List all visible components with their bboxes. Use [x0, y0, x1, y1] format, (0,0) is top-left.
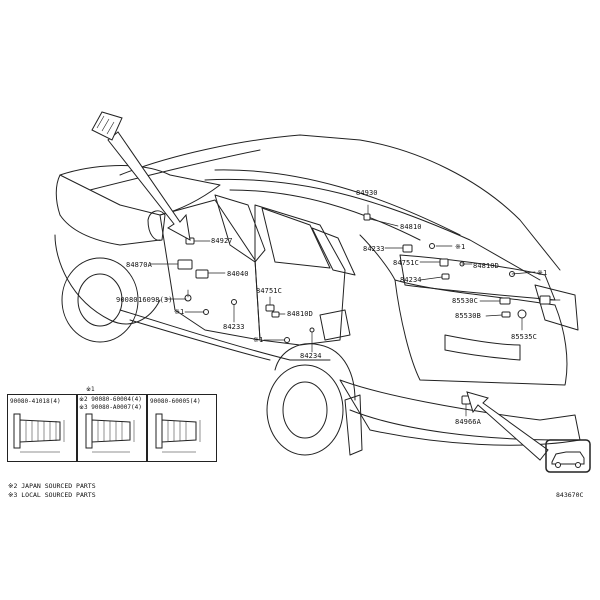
arrow-lower-right: [466, 391, 549, 461]
callout-84927[interactable]: 84927: [211, 237, 233, 245]
bolt-3-partno: 90080-60005(4): [150, 398, 201, 405]
callout-84751C-left[interactable]: 84751C: [256, 287, 282, 295]
diagram-id: 843670C: [556, 491, 584, 499]
callout-84810D-right[interactable]: 84810D: [473, 262, 499, 270]
star-1-left[interactable]: ※1: [174, 308, 185, 316]
note-local-sourced: ※3 LOCAL SOURCED PARTS: [8, 491, 96, 499]
tail-lamp-left: [444, 334, 521, 361]
roof-rail: [204, 178, 541, 281]
callout-16098[interactable]: 16098(3): [138, 296, 173, 304]
callout-84930[interactable]: 84930: [356, 189, 378, 197]
rear-door: [254, 204, 346, 346]
callout-90080[interactable]: 90080: [116, 296, 138, 304]
callout-84234-lower[interactable]: 84234: [300, 352, 322, 360]
hood: [59, 214, 161, 246]
rear-side-window: [261, 207, 331, 269]
quarter-window: [311, 227, 356, 276]
callout-84751C-right[interactable]: 84751C: [393, 259, 419, 267]
roof-rail-front: [89, 149, 261, 191]
front-side-window: [214, 194, 266, 263]
star-1-lower[interactable]: ※1: [253, 336, 264, 344]
star-1-right[interactable]: ※1: [537, 269, 548, 277]
vehicle-view-icon: [545, 439, 591, 473]
rear-wheel-arch: [274, 343, 356, 401]
front-wheel: [61, 257, 139, 343]
callout-85530B[interactable]: 85530B: [455, 312, 481, 320]
bolt-1-partno: 90080-41018(4): [10, 398, 61, 405]
callout-84810D-left[interactable]: 84810D: [287, 310, 313, 318]
tail-lamp-right: [534, 284, 579, 331]
label-tag-icon: [91, 111, 123, 141]
body-side-lower: [119, 309, 331, 361]
bolt-2-partno-a: ※2 90080-60004(4): [79, 396, 142, 403]
bolt-2-partno-b: ※3 90080-A0007(4): [79, 404, 142, 411]
callout-85530C[interactable]: 85530C: [452, 297, 478, 305]
front-wheel-arch: [54, 234, 161, 325]
callout-84966A[interactable]: 84966A: [455, 418, 481, 426]
rear-wheel: [266, 364, 344, 456]
legend-header: ※1: [86, 386, 95, 393]
callout-84040[interactable]: 84040: [227, 270, 249, 278]
callout-84233-upper[interactable]: 84233: [363, 245, 385, 253]
callout-85535C[interactable]: 85535C: [511, 333, 537, 341]
note-japan-sourced: ※2 JAPAN SOURCED PARTS: [8, 482, 96, 490]
callout-84810-top[interactable]: 84810: [400, 223, 422, 231]
side-mirror: [147, 210, 166, 241]
rear-bumper: [339, 379, 581, 446]
tailgate: [394, 279, 568, 386]
roof-outline: [119, 134, 561, 271]
callout-84234-right[interactable]: 84234: [400, 276, 422, 284]
arrow-upper-left: [107, 131, 191, 241]
callout-84233-lower[interactable]: 84233: [223, 323, 245, 331]
star-1-upper[interactable]: ※1: [455, 243, 466, 251]
fuel-door: [319, 309, 351, 341]
callout-84870A[interactable]: 84870A: [126, 261, 152, 269]
